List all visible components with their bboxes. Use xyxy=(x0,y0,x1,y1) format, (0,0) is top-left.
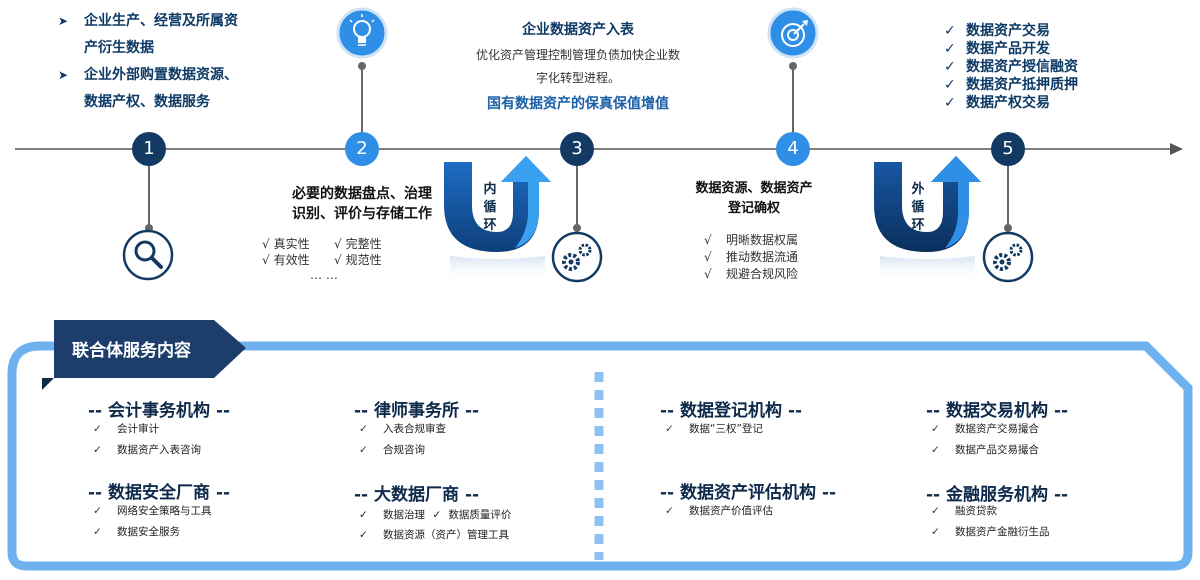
check-icon: ✓ xyxy=(432,509,442,521)
inner-loop-label: 内 循 环 xyxy=(483,182,497,233)
inner-loop-arrow xyxy=(444,156,551,282)
process-timeline xyxy=(15,7,1183,283)
check-item: √完整性 xyxy=(334,237,382,251)
check-item: √规避合规风险 xyxy=(704,267,799,281)
step3-title: 企业数据资产入表 xyxy=(522,22,634,38)
check-icon: ✓ xyxy=(359,423,368,435)
gears-icon xyxy=(982,231,1034,283)
magnifier-icon xyxy=(122,229,174,281)
lightbulb-icon xyxy=(336,7,388,59)
check-item: ✓数据产权交易 xyxy=(944,95,1050,111)
org-list-exchange: ✓数据资产交易撮合 ✓数据产品交易撮合 xyxy=(931,419,1039,461)
org-list-accounting: ✓会计审计 ✓数据资产入表咨询 xyxy=(93,419,201,461)
check-item: √真实性 xyxy=(262,237,310,251)
check-item: √明晰数据权属 xyxy=(704,233,799,247)
list-item: ✓数据资产金融衍生品 xyxy=(931,522,1050,543)
org-title-registry: -- 数据登记机构 -- xyxy=(660,401,803,421)
list-item: ✓数据治理 ✓数据质量评价 xyxy=(359,509,512,521)
step-circle-3 xyxy=(560,132,594,166)
list-item: ✓数据资产交易撮合 xyxy=(931,419,1039,440)
list-item: ✓网络安全策略与工具 xyxy=(93,501,212,522)
list-item: ✓数据资产入表咨询 xyxy=(93,440,201,461)
outer-loop-label: 外 循 环 xyxy=(911,182,925,233)
org-title-accounting: -- 会计事务机构 -- xyxy=(88,401,231,421)
check-item: √有效性 xyxy=(262,253,310,267)
check-icon: ✓ xyxy=(359,444,368,456)
check-icon: ✓ xyxy=(931,444,940,456)
check-item: √推动数据流通 xyxy=(704,250,799,264)
arrow-bullet-icon: ➤ xyxy=(58,14,69,28)
step2-checks: √真实性 √完整性 √有效性 √规范性 xyxy=(262,236,406,268)
services-banner-title: 联合体服务内容 xyxy=(72,341,191,361)
org-list-registry: ✓数据“三权”登记 xyxy=(665,419,763,440)
timeline-arrowhead xyxy=(1170,143,1183,155)
list-item: ✓数据产品交易撮合 xyxy=(931,440,1039,461)
check-item: ✓数据产品开发 xyxy=(944,41,1050,57)
step-number-5: 5 xyxy=(1002,138,1014,159)
check-item: ✓数据资产交易 xyxy=(944,23,1050,39)
target-icon xyxy=(767,7,819,59)
list-item: ✓融资贷款 xyxy=(931,501,1050,522)
check-icon: ✓ xyxy=(93,444,102,456)
step3-description: 优化资产管理控制管理负债加快企业数 字化转型进程。 xyxy=(475,48,680,85)
check-icon: ✓ xyxy=(93,505,102,517)
org-title-evaluation: -- 数据资产评估机构 -- xyxy=(660,483,837,503)
step-circle-1 xyxy=(132,132,166,166)
step2-ellipsis: … … xyxy=(310,268,338,282)
list-item: ✓数据资源（资产）管理工具 xyxy=(359,529,509,541)
list-item: ✓数据“三权”登记 xyxy=(665,419,763,440)
check-item: ✓数据资产抵押质押 xyxy=(944,77,1078,93)
list-item: ✓会计审计 xyxy=(93,419,201,440)
check-icon: ✓ xyxy=(93,423,102,435)
step-circle-4 xyxy=(776,132,810,166)
step-number-4: 4 xyxy=(787,138,799,159)
check-icon: ✓ xyxy=(93,526,102,538)
check-item: ✓数据资产授信融资 xyxy=(944,59,1078,75)
list-item: ➤ 企业生产、经营及所属资 产衍生数据 xyxy=(58,8,288,62)
step-circle-5 xyxy=(991,132,1025,166)
check-icon: ✓ xyxy=(931,423,940,435)
org-title-security: -- 数据安全厂商 -- xyxy=(88,483,231,503)
outer-loop-arrow xyxy=(874,156,981,282)
gears-icon xyxy=(551,231,603,283)
step4-checks: √明晰数据权属 √推动数据流通 √规避合规风险 xyxy=(704,232,798,283)
org-list-finance: ✓融资贷款 ✓数据资产金融衍生品 xyxy=(931,501,1050,543)
step1-sources-list: ➤ 企业生产、经营及所属资 产衍生数据 ➤ 企业外部购置数据资源、 数据产权、数… xyxy=(58,8,288,116)
check-icon: ✓ xyxy=(359,529,368,541)
list-item: ✓入表合规审查 xyxy=(359,419,446,440)
check-icon: ✓ xyxy=(931,526,940,538)
step3-highlight: 国有数据资产的保真保值增值 xyxy=(487,96,669,112)
org-title-bigdata: -- 大数据厂商 -- xyxy=(354,485,480,505)
arrow-bullet-icon: ➤ xyxy=(58,68,69,82)
step4-title: 数据资源、数据资产 登记确权 xyxy=(695,181,813,216)
org-title-exchange: -- 数据交易机构 -- xyxy=(926,401,1069,421)
org-title-finance: -- 金融服务机构 -- xyxy=(926,485,1069,505)
check-icon: ✓ xyxy=(359,509,368,521)
check-icon: ✓ xyxy=(665,423,674,435)
step-circle-2 xyxy=(345,132,379,166)
check-icon: ✓ xyxy=(665,505,674,517)
org-list-security: ✓网络安全策略与工具 ✓数据安全服务 xyxy=(93,501,212,543)
step-number-2: 2 xyxy=(356,138,368,159)
step-number-1: 1 xyxy=(143,138,155,159)
step5-applications-list: ✓数据资产交易 ✓数据产品开发 ✓数据资产授信融资 ✓数据资产抵押质押 ✓数据产… xyxy=(944,22,1078,112)
check-item: √规范性 xyxy=(334,253,382,267)
list-item: ✓数据安全服务 xyxy=(93,522,212,543)
org-list-law: ✓入表合规审查 ✓合规咨询 xyxy=(359,419,446,461)
org-list-evaluation: ✓数据资产价值评估 xyxy=(665,501,773,522)
list-item: ✓合规咨询 xyxy=(359,440,446,461)
step2-title: 必要的数据盘点、治理 识别、评价与存储工作 xyxy=(292,186,432,222)
list-item: ✓数据资产价值评估 xyxy=(665,501,773,522)
list-item: ➤ 企业外部购置数据资源、 数据产权、数据服务 xyxy=(58,62,288,116)
step-number-3: 3 xyxy=(571,138,583,159)
org-title-law: -- 律师事务所 -- xyxy=(354,401,480,421)
check-icon: ✓ xyxy=(931,505,940,517)
services-banner-shape xyxy=(54,320,246,378)
